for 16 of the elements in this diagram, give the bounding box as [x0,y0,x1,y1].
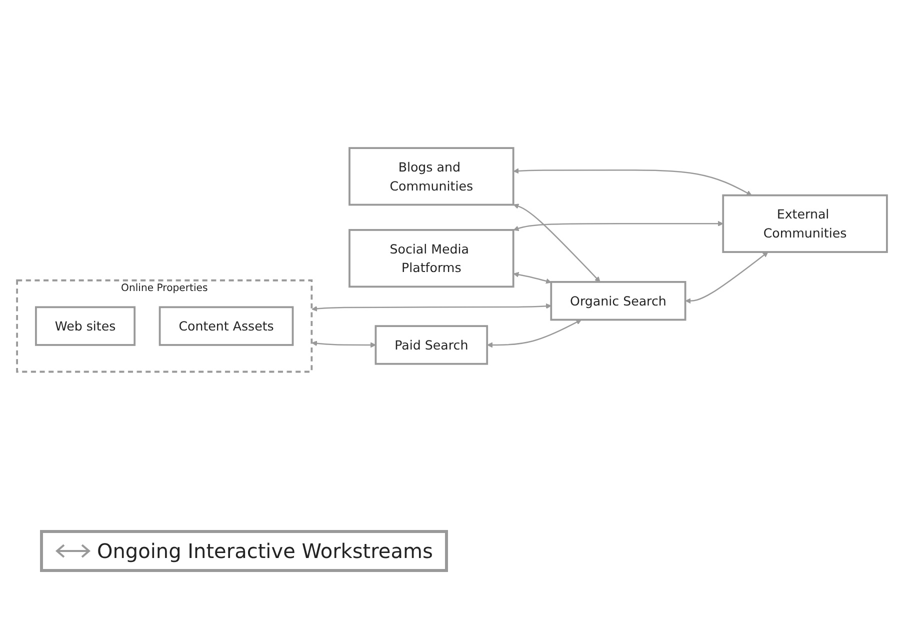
arrow [513,168,752,196]
node-box: Web sites [35,306,136,346]
node-box: Paid Search [374,325,488,365]
node-box: Blogs and Communities [348,147,514,206]
arrow [312,340,376,348]
node-box: Organic Search [550,281,686,321]
arrow [685,252,768,304]
arrow [513,220,724,232]
arrow [312,303,552,312]
node-box: External Communities [722,194,888,254]
arrow [487,320,582,348]
node-box: Content Assets [158,306,294,346]
legend-text: Ongoing Interactive Workstreams [97,539,433,563]
arrow [513,272,552,284]
node-box: Social Media Platforms [348,229,514,288]
arrow [513,204,600,282]
